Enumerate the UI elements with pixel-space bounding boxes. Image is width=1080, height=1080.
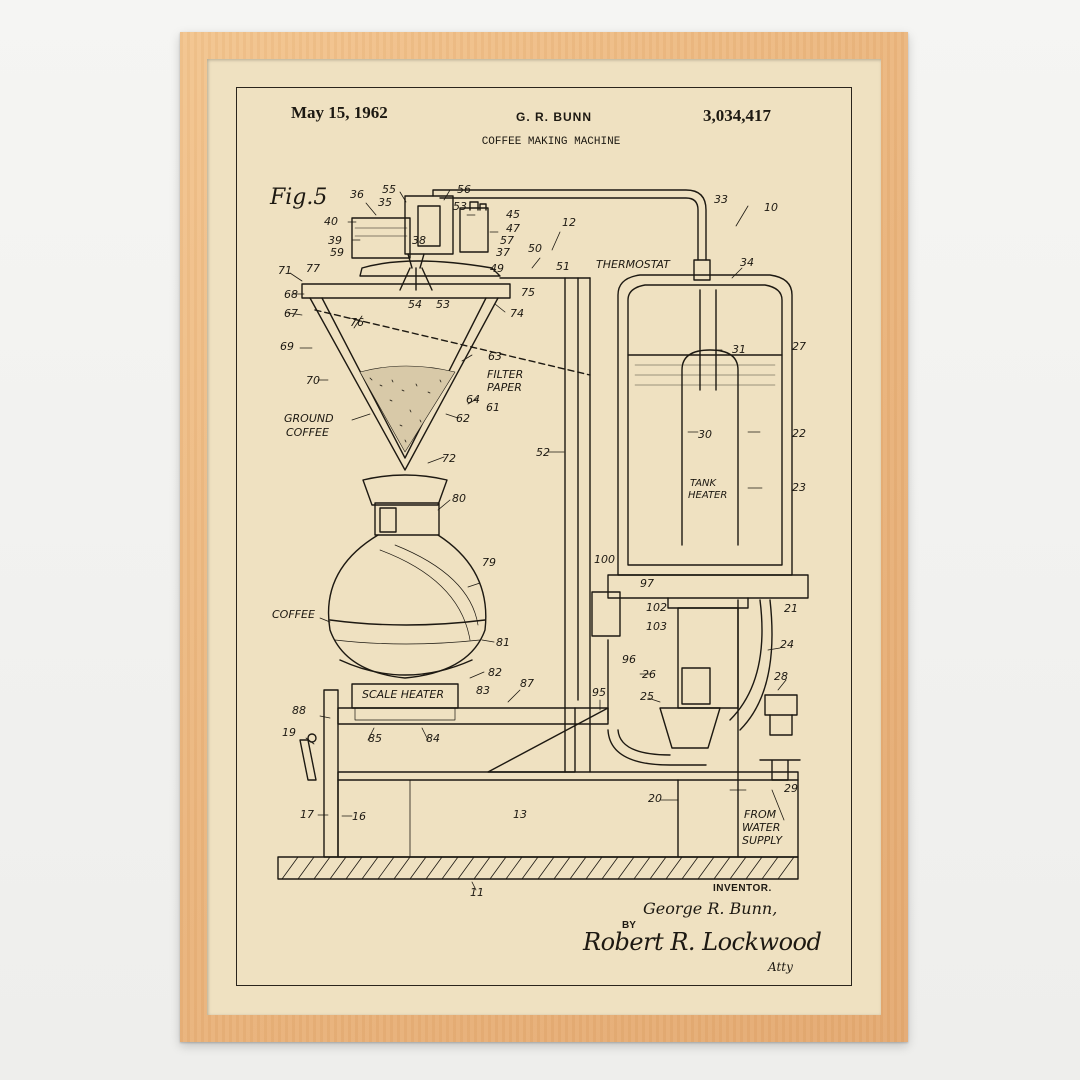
ref-number: 28	[774, 670, 788, 683]
lower-cabinet	[300, 600, 798, 857]
base-plate	[278, 857, 798, 879]
valve-assembly	[592, 592, 800, 780]
ref-number: 61	[486, 401, 500, 414]
leader-lines	[288, 190, 786, 890]
ref-number: 88	[292, 704, 306, 717]
ref-number: 12	[562, 216, 576, 229]
callout-thermostat: THERMOSTAT	[596, 258, 670, 271]
ref-number: 55	[382, 183, 396, 196]
ref-number: 23	[792, 481, 806, 494]
callout-from-water-1: FROM	[744, 808, 776, 821]
ref-number: 22	[792, 427, 806, 440]
inventor-name: George R. Bunn,	[643, 899, 777, 918]
ref-number: 80	[452, 492, 466, 505]
ref-number: 27	[792, 340, 806, 353]
ref-number: 83	[476, 684, 490, 697]
ref-number: 63	[488, 350, 502, 363]
ref-number: 102	[646, 601, 667, 614]
ref-number: 103	[646, 620, 667, 633]
ref-number: 31	[732, 343, 746, 356]
ref-number: 74	[510, 307, 524, 320]
ref-number: 100	[594, 553, 615, 566]
attorney-abbrev: Atty	[768, 960, 793, 974]
ref-number: 64	[466, 393, 480, 406]
ref-number: 10	[764, 201, 778, 214]
callout-coffee: COFFEE	[272, 608, 315, 621]
callout-filter-2: PAPER	[487, 381, 522, 394]
ref-number: 11	[470, 886, 484, 899]
ref-number: 38	[412, 234, 426, 247]
ref-number: 79	[482, 556, 496, 569]
callout-ground-coffee-1: GROUND	[284, 412, 334, 425]
ref-number: 81	[496, 636, 510, 649]
ref-number: 53	[436, 298, 450, 311]
ref-number: 34	[740, 256, 754, 269]
callout-ground-coffee-2: COFFEE	[286, 426, 329, 439]
ref-number: 76	[350, 316, 364, 329]
ref-number: 71	[278, 264, 292, 277]
ref-number: 21	[784, 602, 798, 615]
support-column	[500, 278, 590, 772]
ref-number: 75	[521, 286, 535, 299]
water-tank	[608, 275, 808, 608]
ref-number: 82	[488, 666, 502, 679]
ref-number: 96	[622, 653, 636, 666]
callout-from-water-3: SUPPLY	[742, 834, 782, 847]
ref-number: 45	[506, 208, 520, 221]
ref-number: 59	[330, 246, 344, 259]
fig-label: Fig.5	[270, 185, 327, 210]
ref-number: 13	[513, 808, 527, 821]
ref-number: 50	[528, 242, 542, 255]
callout-scale-heater: SCALE HEATER	[362, 688, 444, 701]
ref-number: 35	[378, 196, 392, 209]
ref-number: 97	[640, 577, 654, 590]
ref-number: 62	[456, 412, 470, 425]
ref-number: 72	[442, 452, 456, 465]
ref-number: 24	[780, 638, 794, 651]
ref-number: 25	[640, 690, 654, 703]
ref-number: 40	[324, 215, 338, 228]
ref-number: 29	[784, 782, 798, 795]
ref-number: 30	[698, 428, 712, 441]
ref-number: 84	[426, 732, 440, 745]
brew-funnel	[302, 284, 590, 470]
ref-number: 68	[284, 288, 298, 301]
ref-number: 26	[642, 668, 656, 681]
ref-number: 20	[648, 792, 662, 805]
attorney-signature: Robert R. Lockwood	[583, 928, 821, 956]
ref-number: 52	[536, 446, 550, 459]
callout-tank-heater-1: TANK	[690, 478, 716, 489]
ref-number: 54	[408, 298, 422, 311]
ref-number: 53	[453, 200, 467, 213]
ref-number: 51	[556, 260, 570, 273]
ref-number: 77	[306, 262, 320, 275]
ref-number: 33	[714, 193, 728, 206]
callout-tank-heater-2: HEATER	[688, 490, 727, 501]
ref-number: 95	[592, 686, 606, 699]
coffee-carafe	[329, 475, 486, 720]
callout-from-water-2: WATER	[742, 821, 780, 834]
ref-number: 67	[284, 307, 298, 320]
ref-number: 16	[352, 810, 366, 823]
ref-number: 56	[457, 183, 471, 196]
inventor-label: INVENTOR.	[713, 883, 772, 894]
ref-number: 69	[280, 340, 294, 353]
ref-number: 17	[300, 808, 314, 821]
spray-head-assembly	[352, 196, 500, 290]
callout-filter-1: FILTER	[487, 368, 523, 381]
ref-number: 87	[520, 677, 534, 690]
ref-number: 70	[306, 374, 320, 387]
ref-number: 85	[368, 732, 382, 745]
ref-number: 37	[496, 246, 510, 259]
ref-number: 19	[282, 726, 296, 739]
ref-number: 36	[350, 188, 364, 201]
ref-number: 49	[490, 262, 504, 275]
